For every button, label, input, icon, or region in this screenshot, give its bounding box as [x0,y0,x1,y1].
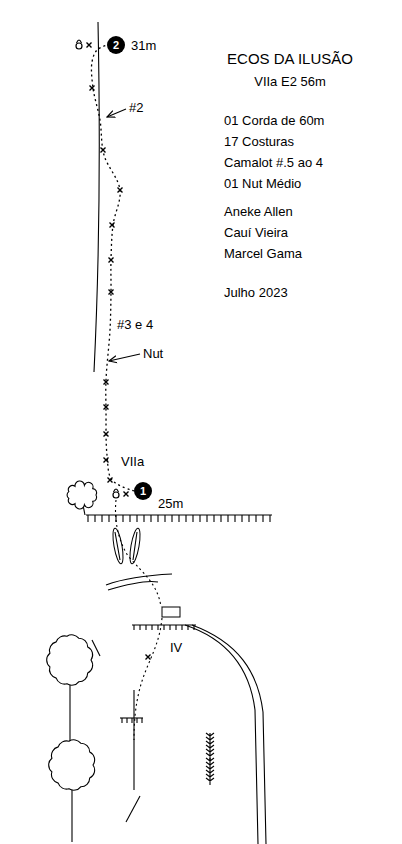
block-ledge [162,607,180,617]
bolt-mark [146,655,151,660]
author-name: Cauí Vieira [224,225,288,241]
callout-number: 1 [140,485,146,497]
pitch-length: 31m [131,38,156,54]
anchor-shackle [77,40,82,43]
tree-crown [49,740,95,790]
bolt-mark [110,223,115,228]
gear-callout: Nut [143,346,163,362]
tree-crown [47,635,93,685]
rock-line [126,796,140,822]
author-name: Marcel Gama [224,246,302,262]
ledge-hatch [122,718,142,723]
date-note: Julho 2023 [224,285,288,301]
climbing-route [91,45,134,491]
bolt-mark [124,492,129,497]
author-name: Aneke Allen [224,204,293,220]
route-grade: VIIa E2 56m [254,74,326,90]
anchor-ring [113,492,119,498]
roof-line [106,574,172,585]
gear-callout: #3 e 4 [117,317,153,333]
tree-trunk [69,684,70,742]
fern-plant [206,733,214,760]
bolt-mark [108,478,113,483]
belay-number: 2 [107,36,125,54]
arete-line [185,625,258,844]
ledge-hatch [134,625,194,630]
leader-arrow [109,354,140,361]
gear-note: 01 Corda de 60m [224,113,324,129]
grade-label: VIIa [121,454,144,470]
flake-line [115,532,137,560]
callout-number: 2 [113,39,119,51]
route-line [116,500,162,607]
pitch-length: 25m [158,496,183,512]
gear-note: 17 Costuras [224,134,294,150]
belay-number: 1 [134,482,152,500]
arete-line [192,625,266,844]
rock-line [92,640,100,656]
bolt-mark [87,43,92,48]
gear-callout: #2 [129,100,143,116]
anchor-ring [76,43,82,49]
grade-label: IV [170,640,182,656]
route-line [134,618,162,740]
gear-note: 01 Nut Médio [224,176,301,192]
route-title: ECOS DA ILUSÃO [227,50,353,68]
crack-line [94,22,99,372]
leader-arrow [107,109,126,117]
crack-line [133,690,134,790]
gear-note: Camalot #.5 ao 4 [224,155,323,171]
tree-trunk [71,789,72,842]
tree-crown [67,481,97,509]
fern-plant [206,758,214,785]
anchor-shackle [114,489,119,492]
roof-line [108,581,158,590]
